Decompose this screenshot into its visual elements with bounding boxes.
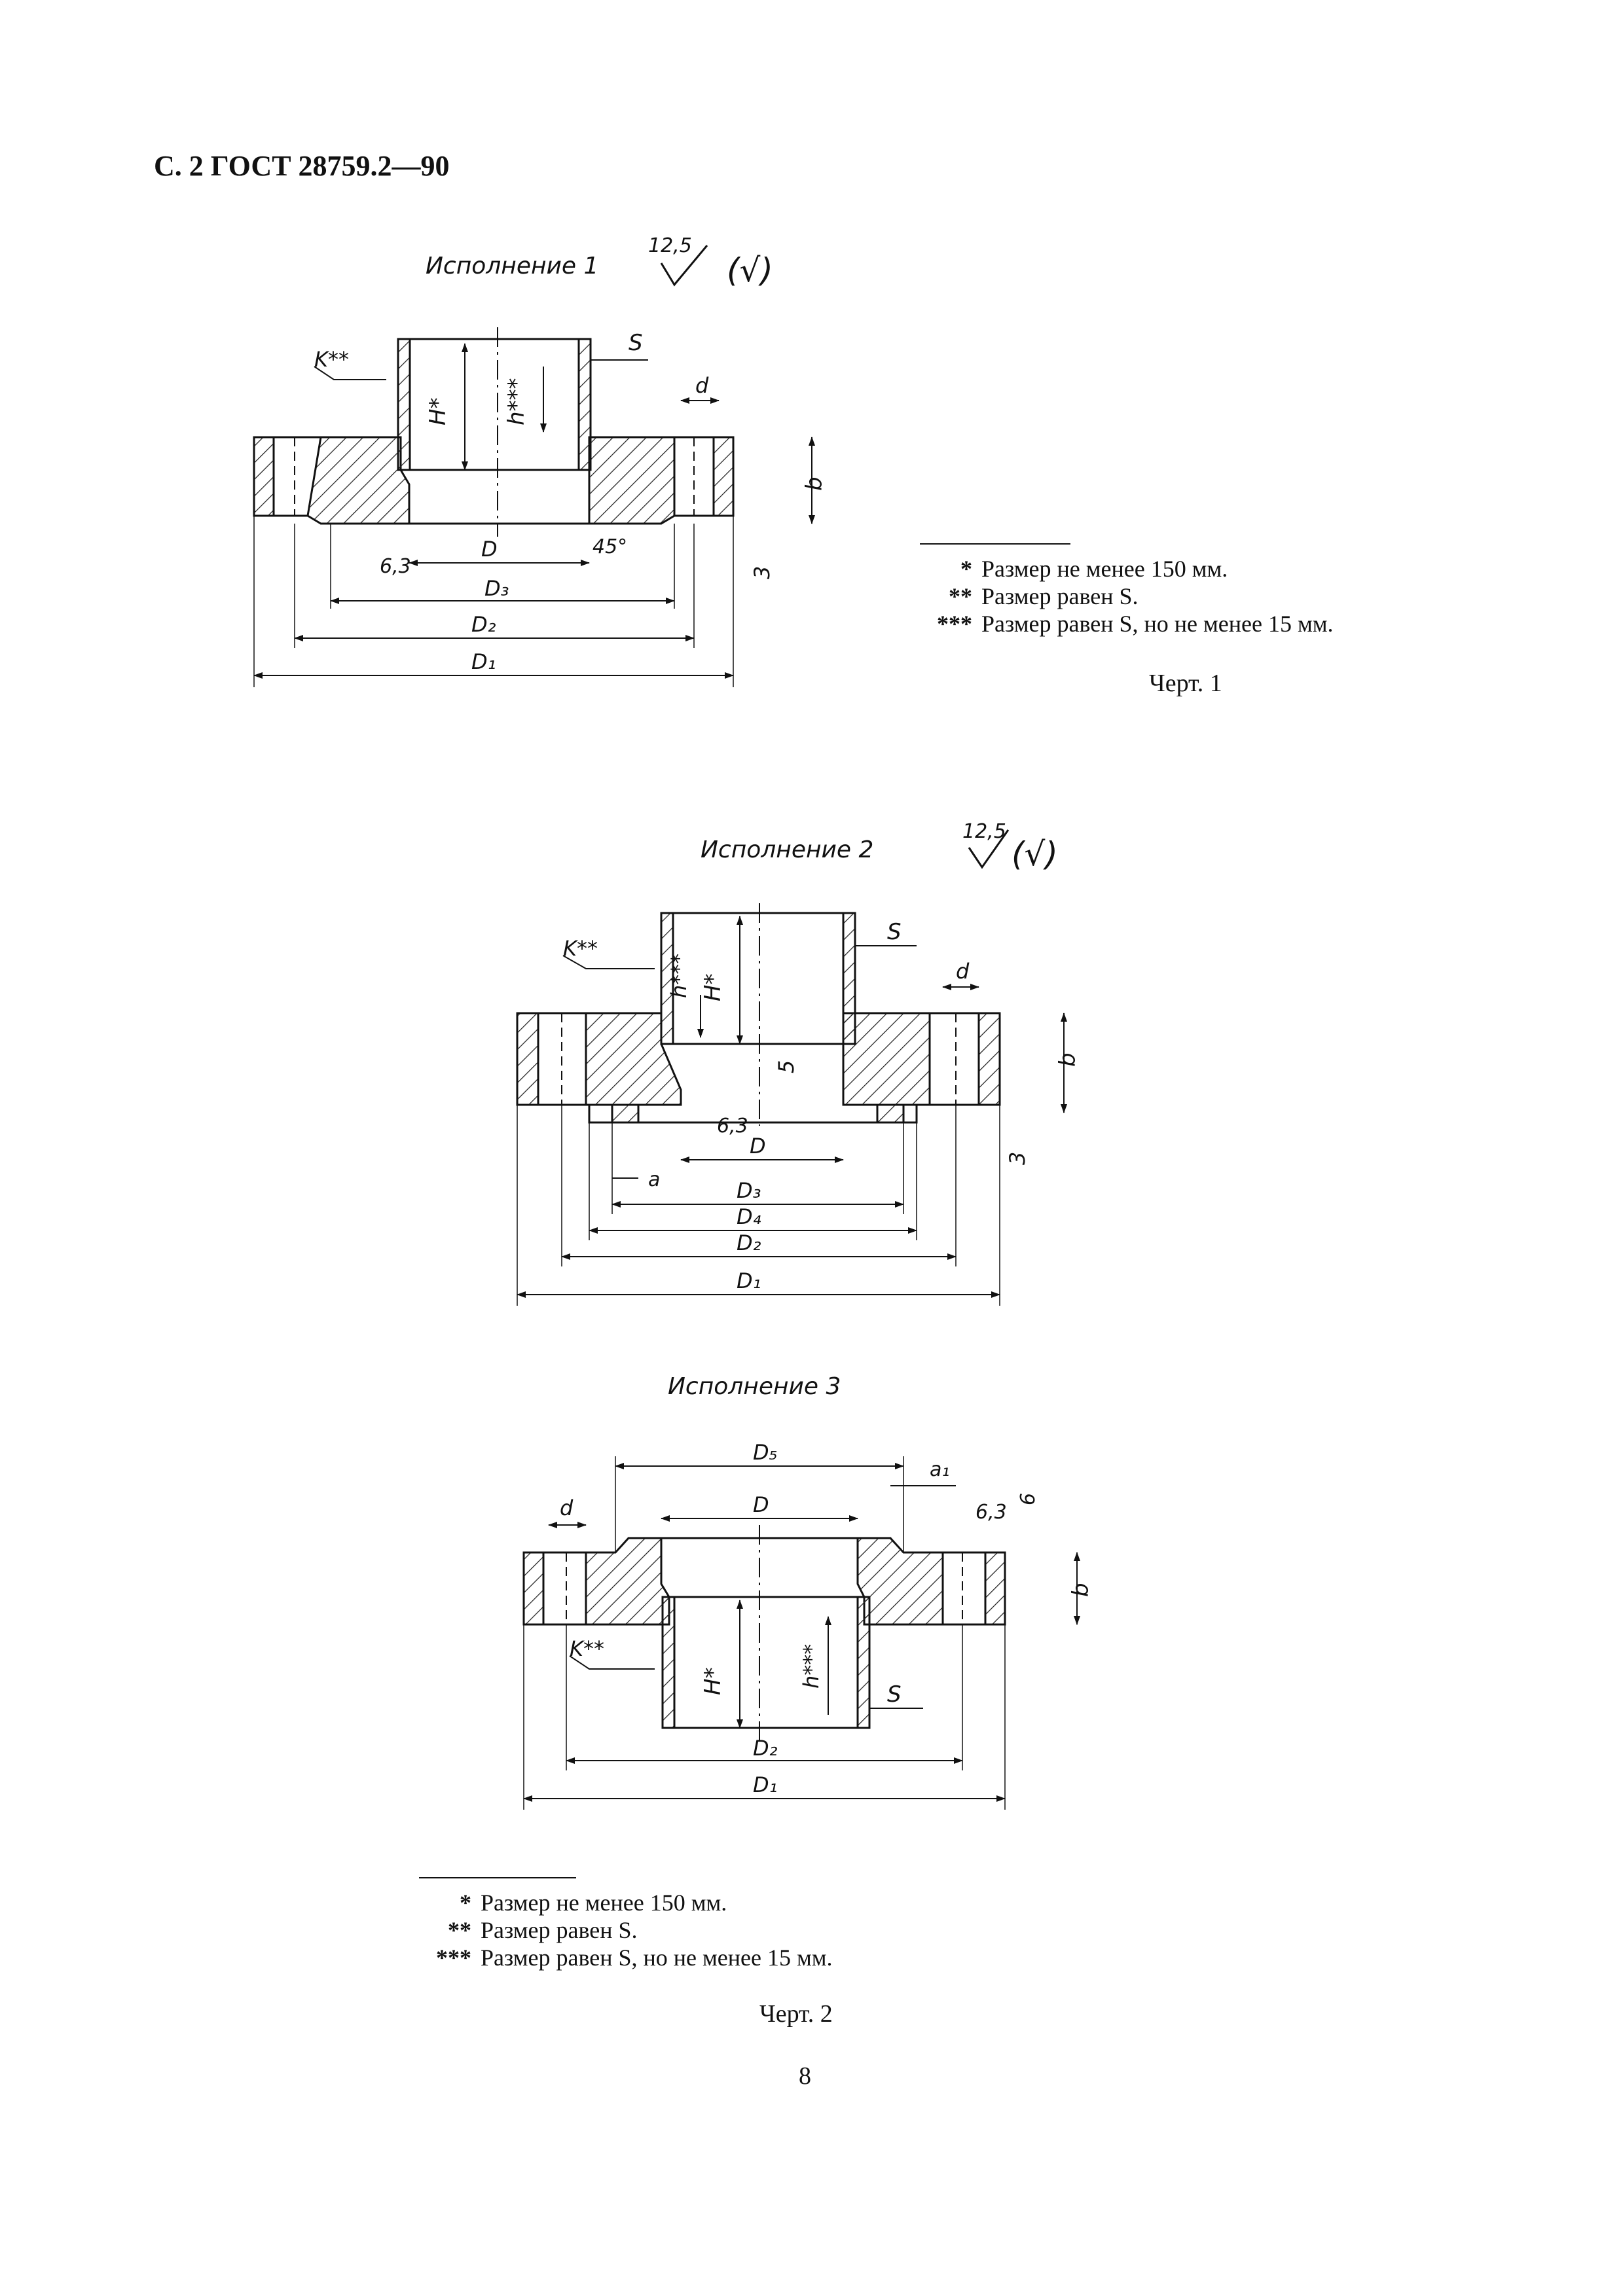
svg-text:h***: h*** bbox=[666, 954, 691, 998]
footnotes-1: *Размер не менее 150 мм. **Размер равен … bbox=[913, 555, 1334, 637]
svg-text:S: S bbox=[887, 919, 902, 945]
svg-text:6,3: 6,3 bbox=[717, 1115, 748, 1138]
svg-text:h***: h*** bbox=[799, 1644, 824, 1689]
svg-text:S: S bbox=[629, 330, 643, 356]
footnote-item: *Размер не менее 150 мм. bbox=[460, 1890, 727, 1916]
svg-text:b: b bbox=[801, 476, 828, 491]
svg-text:6,3: 6,3 bbox=[380, 555, 411, 578]
svg-text:K**: K** bbox=[563, 936, 598, 961]
svg-text:D₄: D₄ bbox=[737, 1204, 761, 1229]
figure-caption-2: Черт. 2 bbox=[759, 2000, 833, 2028]
footnote-item: ***Размер равен S, но не менее 15 мм. bbox=[436, 1945, 833, 1971]
svg-text:6: 6 bbox=[1017, 1493, 1040, 1505]
svg-text:(√): (√) bbox=[1012, 835, 1058, 873]
roughness-symbol-1: 12,5 (√) bbox=[648, 234, 773, 289]
svg-text:45°: 45° bbox=[593, 535, 627, 558]
page-number: 8 bbox=[799, 2062, 811, 2090]
svg-text:H*: H* bbox=[700, 973, 726, 1001]
svg-text:D₃: D₃ bbox=[484, 576, 509, 601]
svg-text:D₂: D₂ bbox=[737, 1230, 761, 1255]
svg-text:D₂: D₂ bbox=[753, 1736, 778, 1761]
svg-text:H*: H* bbox=[700, 1667, 726, 1695]
footnotes-2: *Размер не менее 150 мм. **Размер равен … bbox=[412, 1889, 833, 1971]
footnote-rule-2 bbox=[419, 1877, 576, 1878]
svg-text:D₁: D₁ bbox=[737, 1268, 761, 1293]
svg-text:D₅: D₅ bbox=[753, 1440, 777, 1465]
footnote-item: **Размер равен S. bbox=[949, 583, 1139, 609]
svg-text:D₂: D₂ bbox=[471, 612, 496, 637]
drawing-2-title: Исполнение 2 bbox=[701, 836, 873, 863]
svg-text:3: 3 bbox=[1005, 1152, 1030, 1165]
svg-text:6,3: 6,3 bbox=[976, 1501, 1007, 1524]
svg-text:a: a bbox=[648, 1168, 660, 1191]
svg-text:12,5: 12,5 bbox=[648, 234, 692, 257]
svg-text:D₃: D₃ bbox=[737, 1178, 761, 1203]
roughness-symbol-2: 12,5 (√) bbox=[962, 820, 1058, 873]
footnote-rule-1 bbox=[920, 543, 1070, 545]
svg-text:K**: K** bbox=[570, 1636, 604, 1661]
svg-text:b: b bbox=[1055, 1052, 1081, 1067]
svg-text:a₁: a₁ bbox=[930, 1458, 949, 1481]
svg-text:d: d bbox=[956, 959, 970, 984]
svg-text:d: d bbox=[560, 1496, 574, 1520]
footnote-item: **Размер равен S. bbox=[448, 1917, 638, 1943]
svg-text:D: D bbox=[481, 537, 498, 562]
svg-text:D: D bbox=[753, 1492, 769, 1517]
svg-text:3: 3 bbox=[750, 566, 775, 579]
figure-caption-1: Черт. 1 bbox=[1149, 670, 1222, 697]
drawing-2: Исполнение 2 12,5 (√) H* h*** S d b 3 bbox=[516, 820, 1081, 1306]
svg-text:5: 5 bbox=[774, 1060, 799, 1073]
drawing-1: Исполнение 1 12,5 (√) H* h*** S d b 3 K*… bbox=[253, 234, 828, 687]
svg-text:K**: K** bbox=[314, 347, 349, 372]
page-header: С. 2 ГОСТ 28759.2—90 bbox=[154, 150, 450, 182]
svg-text:D₁: D₁ bbox=[753, 1772, 777, 1797]
svg-text:H*: H* bbox=[425, 397, 451, 425]
svg-text:d: d bbox=[695, 373, 709, 398]
svg-text:(√): (√) bbox=[727, 251, 773, 289]
drawing-3: Исполнение 3 H* h*** S K** D₅ a₁ D d 6,3… bbox=[522, 1373, 1094, 1810]
svg-text:h***: h*** bbox=[503, 378, 530, 425]
drawing-1-title: Исполнение 1 bbox=[426, 253, 598, 279]
footnote-item: *Размер не менее 150 мм. bbox=[960, 556, 1228, 582]
drawing-3-title: Исполнение 3 bbox=[668, 1373, 841, 1400]
svg-text:12,5: 12,5 bbox=[962, 820, 1006, 843]
svg-text:D: D bbox=[750, 1134, 766, 1158]
footnote-item: ***Размер равен S, но не менее 15 мм. bbox=[937, 611, 1334, 637]
svg-text:S: S bbox=[887, 1681, 902, 1708]
svg-text:D₁: D₁ bbox=[471, 649, 496, 674]
svg-text:b: b bbox=[1068, 1583, 1094, 1597]
